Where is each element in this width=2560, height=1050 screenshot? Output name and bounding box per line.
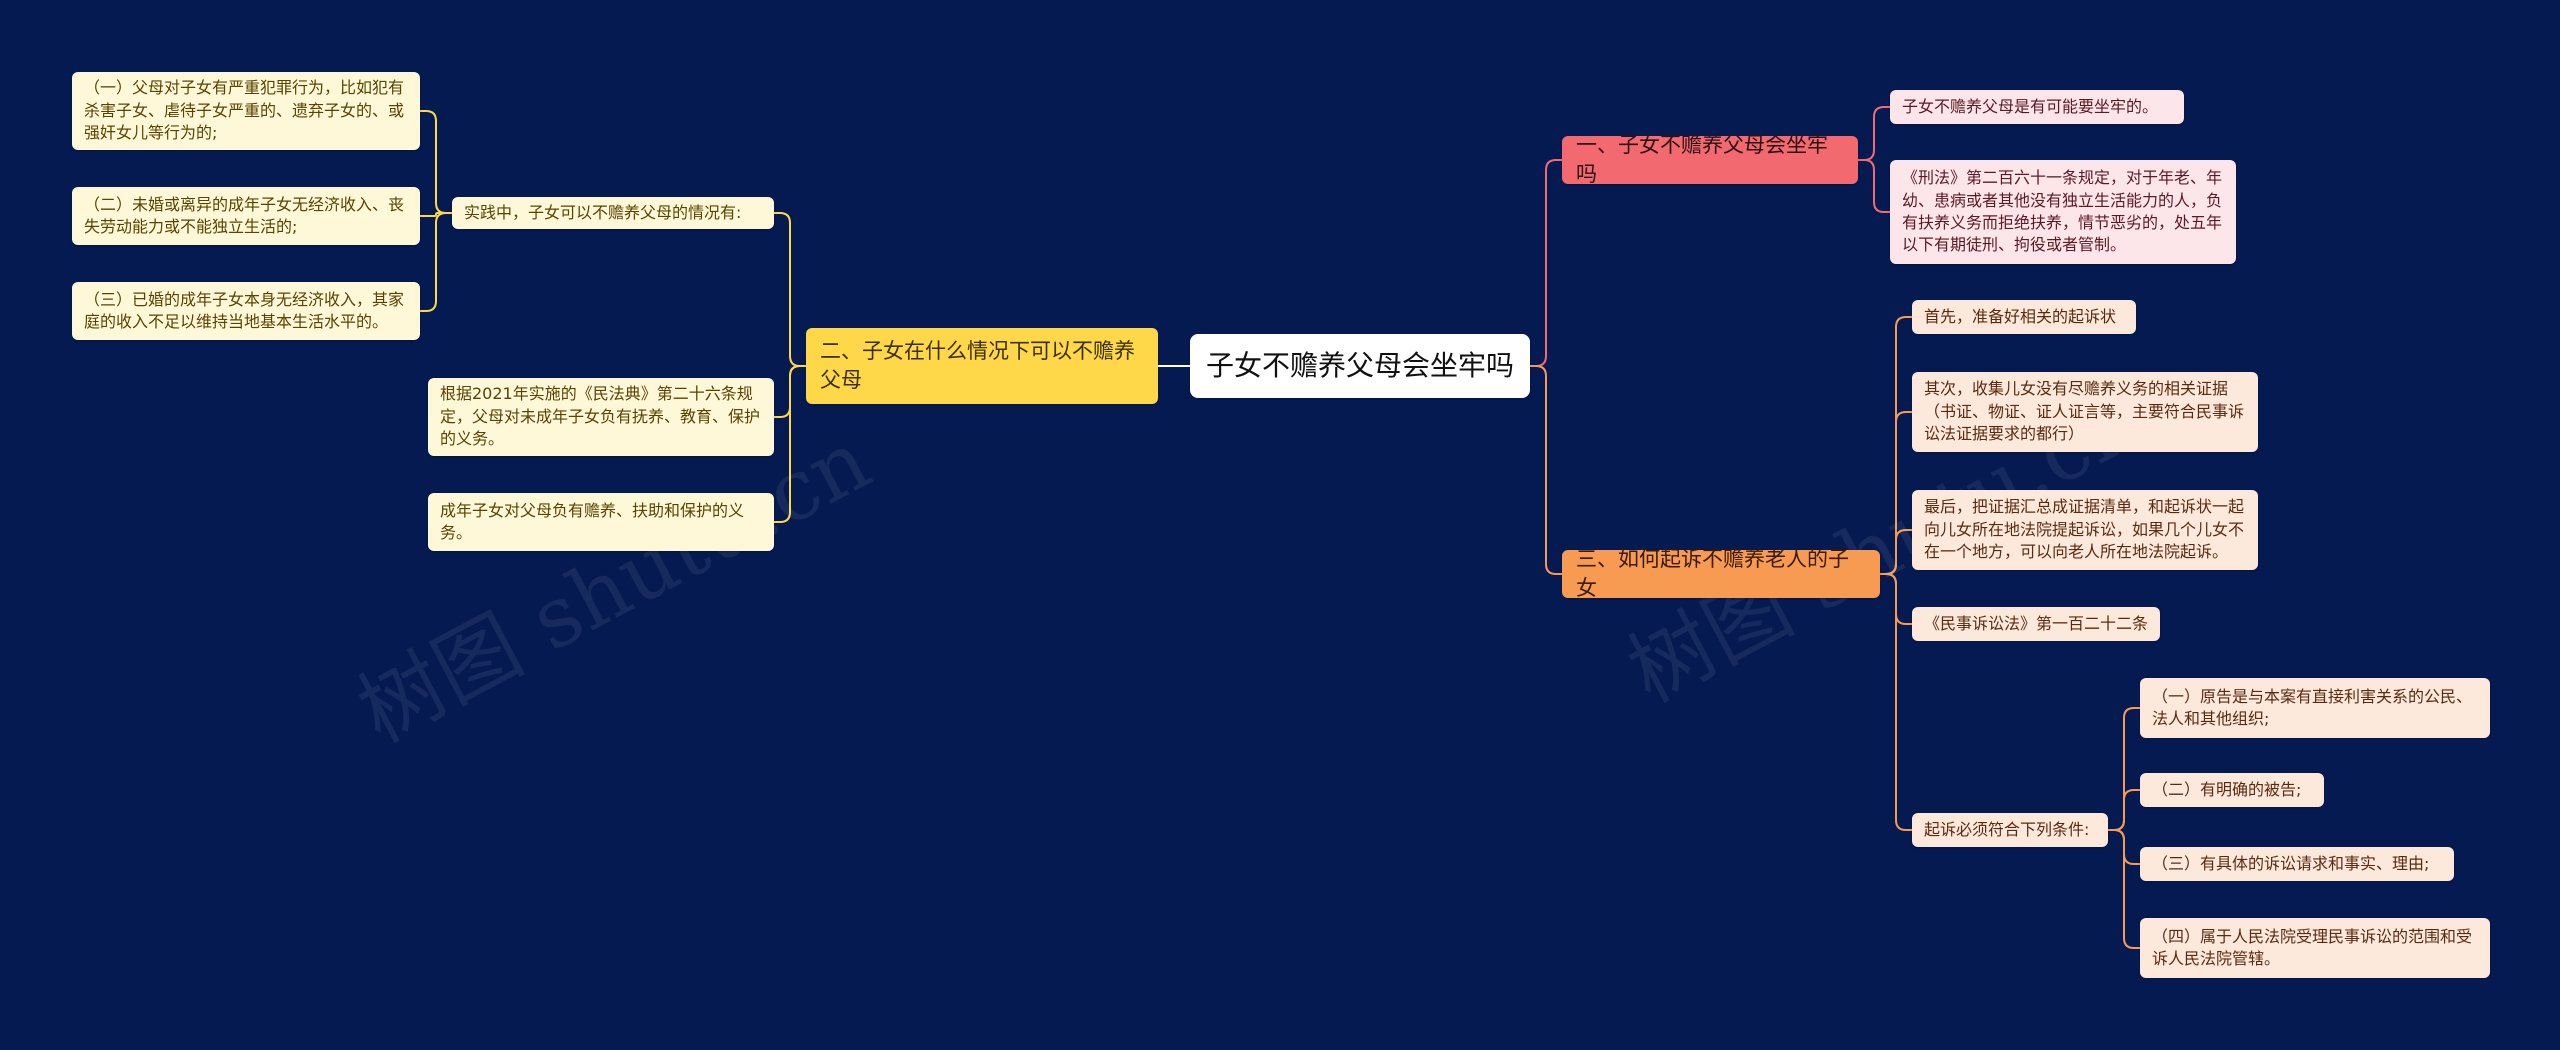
- connector-line: [420, 212, 452, 312]
- leaf-topic[interactable]: （二）未婚或离异的成年子女无经济收入、丧失劳动能力或不能独立生活的;: [72, 187, 420, 245]
- root-topic[interactable]: 子女不赡养父母会坐牢吗: [1190, 334, 1530, 398]
- connector-line: [1530, 159, 1562, 367]
- connector-line: [2108, 789, 2140, 831]
- branch-topic-2[interactable]: 二、子女在什么情况下可以不赡养父母: [806, 328, 1158, 404]
- branch-topic-1[interactable]: 一、子女不赡养父母会坐牢吗: [1562, 133, 1858, 186]
- connector-line: [1858, 159, 1890, 213]
- connector-line: [774, 365, 806, 523]
- leaf-topic[interactable]: 最后，把证据汇总成证据清单，和起诉状一起向儿女所在地法院提起诉讼，如果几个儿女不…: [1912, 490, 2258, 570]
- leaf-topic[interactable]: （一）原告是与本案有直接利害关系的公民、法人和其他组织;: [2140, 678, 2490, 738]
- connector-line: [1858, 106, 1890, 161]
- subtopic[interactable]: 起诉必须符合下列条件:: [1912, 813, 2108, 847]
- subtopic[interactable]: 实践中，子女可以不赡养父母的情况有:: [452, 197, 774, 229]
- leaf-topic[interactable]: 《刑法》第二百六十一条规定，对于年老、年幼、患病或者其他没有独立生活能力的人，负…: [1890, 160, 2236, 264]
- branch-topic-3[interactable]: 三、如何起诉不赡养老人的子女: [1562, 547, 1880, 600]
- leaf-topic[interactable]: （一）父母对子女有严重犯罪行为，比如犯有杀害子女、虐待子女严重的、遗弃子女的、或…: [72, 72, 420, 150]
- connector-line: [420, 212, 452, 217]
- leaf-topic[interactable]: 《民事诉讼法》第一百二十二条: [1912, 607, 2160, 641]
- connector-line: [420, 110, 452, 214]
- leaf-topic[interactable]: （二）有明确的被告;: [2140, 773, 2324, 807]
- leaf-topic[interactable]: （三）有具体的诉讼请求和事实、理由;: [2140, 847, 2454, 881]
- connector-line: [1530, 365, 1562, 575]
- leaf-topic[interactable]: （三）已婚的成年子女本身无经济收入，其家庭的收入不足以维持当地基本生活水平的。: [72, 282, 420, 340]
- connector-line: [774, 212, 806, 367]
- leaf-topic[interactable]: 其次，收集儿女没有尽赡养义务的相关证据（书证、物证、证人证言等，主要符合民事诉讼…: [1912, 372, 2258, 452]
- leaf-topic[interactable]: 首先，准备好相关的起诉状: [1912, 300, 2136, 334]
- leaf-topic[interactable]: （四）属于人民法院受理民事诉讼的范围和受诉人民法院管辖。: [2140, 918, 2490, 978]
- leaf-topic[interactable]: 成年子女对父母负有赡养、扶助和保护的义务。: [428, 493, 774, 551]
- connector-line: [1880, 573, 1912, 831]
- connector-line: [1880, 529, 1912, 575]
- leaf-topic[interactable]: 子女不赡养父母是有可能要坐牢的。: [1890, 90, 2184, 124]
- connector-line: [2108, 829, 2140, 949]
- leaf-topic[interactable]: 根据2021年实施的《民法典》第二十六条规定，父母对未成年子女负有抚养、教育、保…: [428, 378, 774, 456]
